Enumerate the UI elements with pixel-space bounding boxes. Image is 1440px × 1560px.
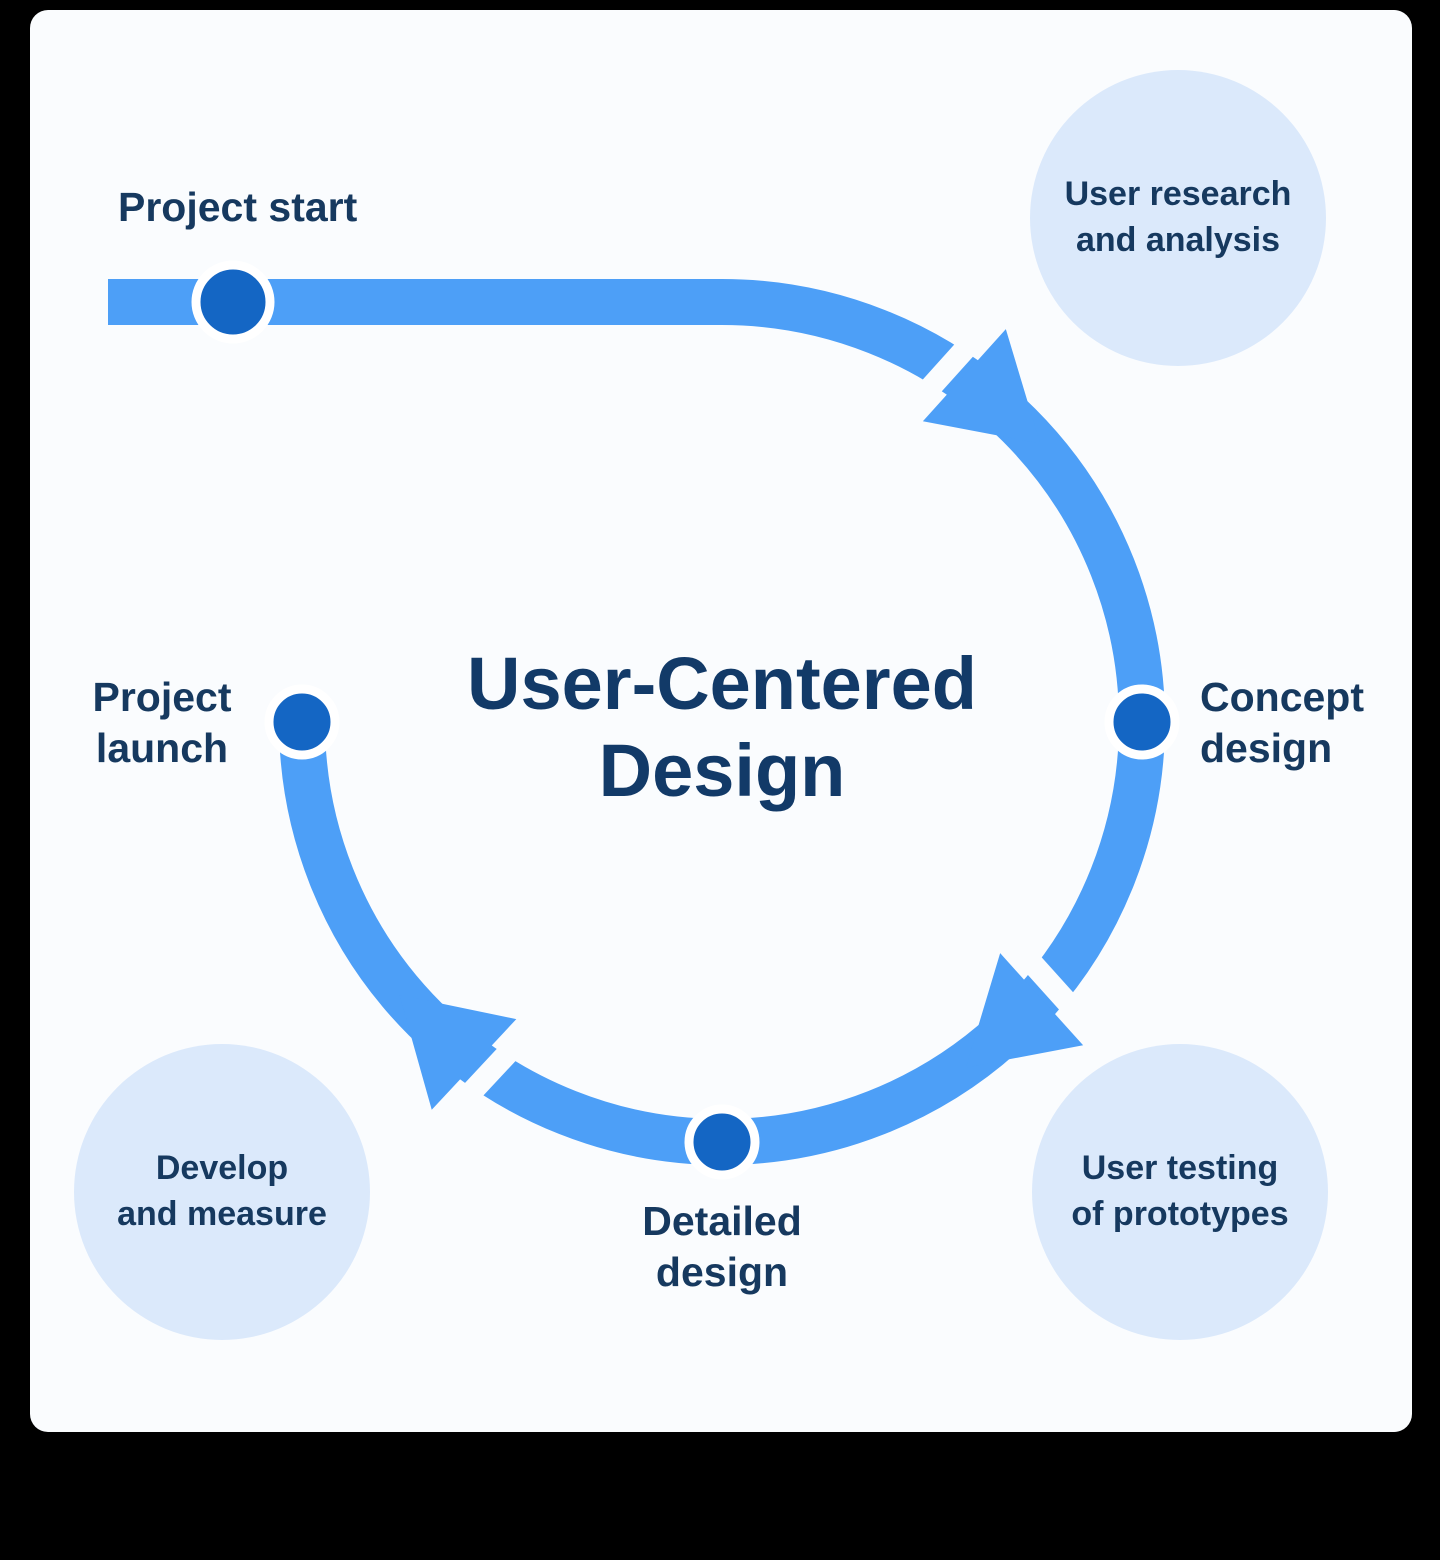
node-label-project-start: Project start bbox=[118, 184, 358, 230]
node-label-detailed-design: Detailed design bbox=[642, 1198, 802, 1296]
arrowhead-icon bbox=[399, 994, 539, 1131]
arrowhead-icon bbox=[965, 932, 1106, 1068]
arrowhead-notch bbox=[434, 1021, 539, 1131]
arrowhead-icon bbox=[900, 308, 1041, 444]
phase-label-user-testing: User testing of prototypes bbox=[1071, 1149, 1289, 1233]
cycle-arrow-graphic bbox=[108, 260, 1180, 1180]
arrowhead-shape bbox=[922, 329, 1041, 444]
diagram-title: User-Centered Design bbox=[467, 642, 977, 813]
node-label-concept-design: Concept design bbox=[1200, 674, 1364, 772]
node-dot-project-start bbox=[191, 260, 275, 344]
phase-bubble-user-testing: User testing of prototypes bbox=[1032, 1044, 1328, 1340]
arrowhead-notch bbox=[1003, 932, 1106, 1043]
arrowhead-shape bbox=[965, 953, 1084, 1068]
phase-label-develop-measure: Develop and measure bbox=[117, 1149, 327, 1233]
node-dot-detailed-design bbox=[684, 1104, 760, 1180]
diagram-card: User research and analysis User testing … bbox=[30, 10, 1412, 1432]
phase-bubble-user-research: User research and analysis bbox=[1030, 70, 1326, 366]
node-dot-project-launch bbox=[264, 684, 340, 760]
arrowhead-notch bbox=[900, 308, 1003, 419]
node-label-project-launch: Project launch bbox=[92, 674, 232, 772]
node-dot-concept-design bbox=[1104, 684, 1180, 760]
arrowhead-shape bbox=[399, 994, 517, 1110]
phase-bubble-develop-measure: Develop and measure bbox=[74, 1044, 370, 1340]
phase-label-user-research: User research and analysis bbox=[1064, 175, 1292, 259]
